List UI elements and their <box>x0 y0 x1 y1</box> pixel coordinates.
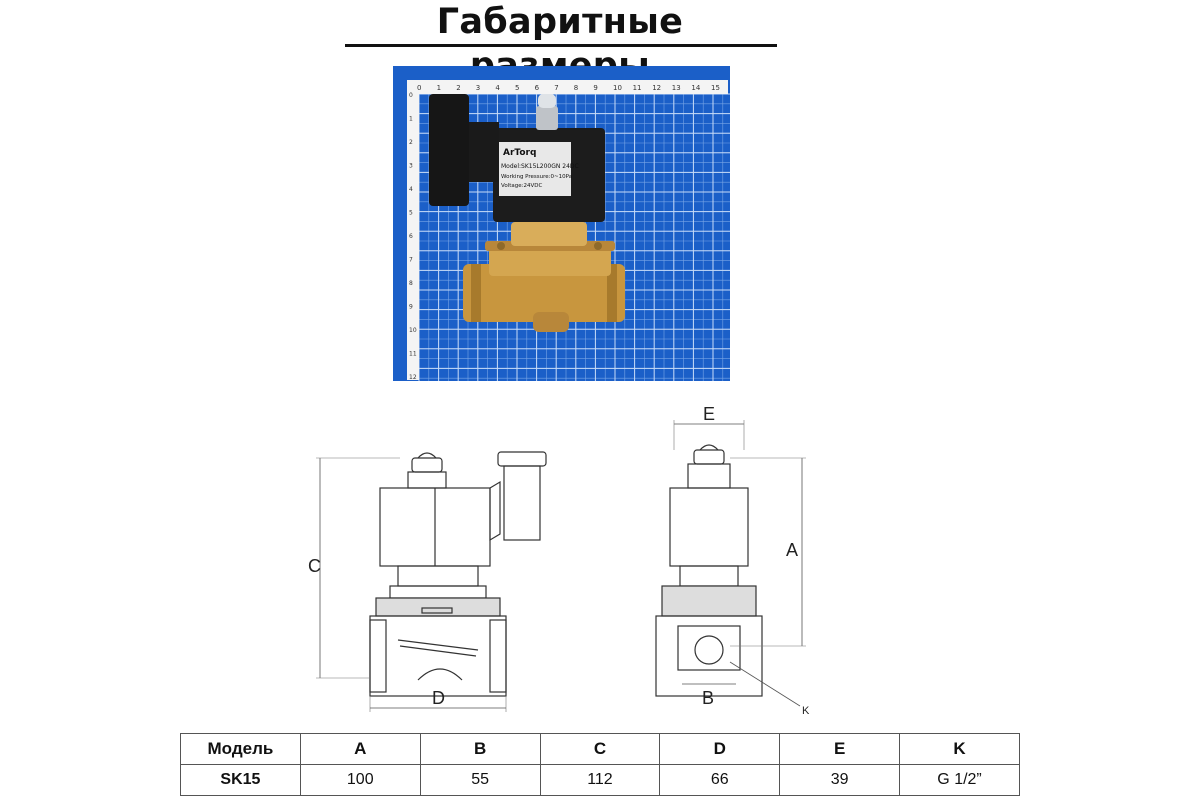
col-header-a: A <box>299 733 421 765</box>
col-header-model: Модель <box>180 733 301 765</box>
ruler-left-tick-label: 6 <box>409 233 413 240</box>
cell-d: 66 <box>659 764 781 796</box>
valve-model-label: Model:SK15L200GN 24DC <box>501 163 579 170</box>
side-view <box>655 420 806 707</box>
ruler-top-tick-label: 13 <box>672 84 681 92</box>
dim-label-e: E <box>703 404 715 424</box>
ruler-left-tick-label: 7 <box>409 257 413 264</box>
ruler-top-tick-label: 15 <box>711 84 720 92</box>
ruler-top-tick-label: 6 <box>535 84 540 92</box>
ruler-top-tick-label: 8 <box>574 84 578 92</box>
cell-e: 39 <box>779 764 901 796</box>
valve-voltage-label: Voltage:24VDC <box>501 183 542 189</box>
cell-b: 55 <box>419 764 541 796</box>
dimensions-table: Модель A B C D E K SK15 100 55 112 66 39… <box>180 733 1020 796</box>
ruler-top-tick-label: 11 <box>633 84 642 92</box>
ruler-top-tick-label: 1 <box>437 84 441 92</box>
cell-model: SK15 <box>180 764 301 796</box>
front-view <box>316 451 547 712</box>
dim-label-b: B <box>702 688 714 708</box>
dim-label-k: K <box>802 705 810 717</box>
ruler-left-tick-label: 5 <box>409 210 413 217</box>
table-header-row: Модель A B C D E K <box>180 733 1020 765</box>
ruler-left-tick-label: 8 <box>409 280 413 287</box>
header: Габаритные размеры <box>0 0 1200 86</box>
valve-body <box>463 222 625 332</box>
col-header-d: D <box>659 733 781 765</box>
cell-c: 112 <box>539 764 661 796</box>
ruler-left-tick-label: 12 <box>409 374 417 381</box>
ruler-left-tick-label: 4 <box>409 186 413 193</box>
valve-pressure-label: Working Pressure:0~10Pa <box>501 174 572 180</box>
col-header-k: K <box>899 733 1020 765</box>
ruler-left-tick-label: 10 <box>409 327 417 334</box>
ruler-top-tick-label: 10 <box>613 84 622 92</box>
ruler-left-tick-label: 2 <box>409 139 413 146</box>
ruler-top-tick-label: 14 <box>691 84 700 92</box>
table-row: SK15 100 55 112 66 39 G 1/2” <box>180 764 1020 796</box>
cell-a: 100 <box>299 764 421 796</box>
ruler-top-tick-label: 7 <box>554 84 558 92</box>
col-header-e: E <box>779 733 901 765</box>
cell-k: G 1/2” <box>899 764 1020 796</box>
ruler-top-tick-label: 4 <box>495 84 500 92</box>
ruler-top-tick-label: 0 <box>417 84 421 92</box>
col-header-c: C <box>539 733 661 765</box>
dim-label-d: D <box>432 688 445 708</box>
ruler-top-tick-label: 9 <box>593 84 597 92</box>
ruler-left-tick-label: 11 <box>409 351 417 358</box>
ruler-left-tick-label: 1 <box>409 116 413 123</box>
valve-brand-label: ArTorq <box>503 148 536 158</box>
dim-label-c: C <box>308 556 321 576</box>
ruler-left-tick-label: 3 <box>409 163 413 170</box>
title-underline <box>345 44 777 47</box>
ruler-left-tick-label: 0 <box>409 92 413 99</box>
ruler-left-tick-label: 9 <box>409 304 413 311</box>
col-header-b: B <box>419 733 541 765</box>
dimension-drawing: C D E A B K <box>290 400 850 725</box>
ruler-top-tick-label: 12 <box>652 84 661 92</box>
dim-label-a: A <box>786 540 798 560</box>
ruler-top-tick-label: 5 <box>515 84 519 92</box>
ruler-top-tick-label: 2 <box>456 84 460 92</box>
coil: ArTorq Model:SK15L200GN 24DC Working Pre… <box>429 94 605 222</box>
ruler-top-tick-label: 3 <box>476 84 480 92</box>
